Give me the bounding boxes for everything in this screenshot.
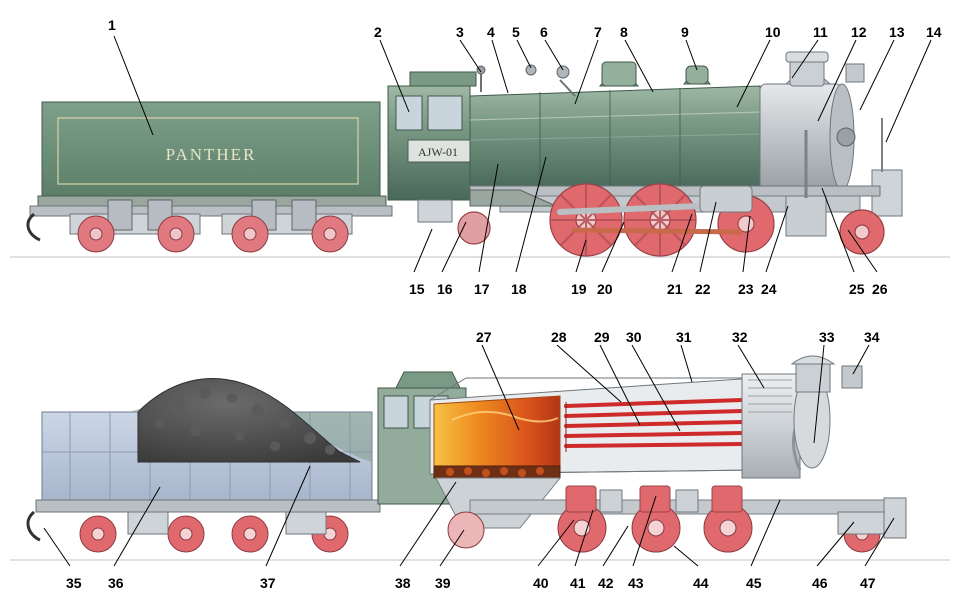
tender-name-text: PANTHER — [166, 145, 257, 164]
callout-number-20: 20 — [597, 281, 613, 297]
callout-number-3: 3 — [456, 24, 464, 40]
callout-number-9: 9 — [681, 24, 689, 40]
callout-number-39: 39 — [435, 575, 451, 591]
callout-number-21: 21 — [667, 281, 683, 297]
callout-number-5: 5 — [512, 24, 520, 40]
callout-number-15: 15 — [409, 281, 425, 297]
callout-number-12: 12 — [851, 24, 867, 40]
callout-number-13: 13 — [889, 24, 905, 40]
callout-number-8: 8 — [620, 24, 628, 40]
callout-number-11: 11 — [813, 24, 828, 40]
callout-number-37: 37 — [260, 575, 276, 591]
callout-number-36: 36 — [108, 575, 124, 591]
callout-number-47: 47 — [860, 575, 876, 591]
callout-number-33: 33 — [819, 329, 835, 345]
callout-number-24: 24 — [761, 281, 777, 297]
callout-number-30: 30 — [626, 329, 642, 345]
callout-number-27: 27 — [476, 329, 492, 345]
callout-number-42: 42 — [598, 575, 614, 591]
lower-view-group — [10, 355, 950, 561]
callout-number-43: 43 — [628, 575, 644, 591]
callout-number-19: 19 — [571, 281, 587, 297]
callout-number-14: 14 — [926, 24, 942, 40]
callout-number-28: 28 — [551, 329, 567, 345]
callout-number-38: 38 — [395, 575, 411, 591]
callout-number-35: 35 — [66, 575, 82, 591]
leader-lines — [43, 35, 932, 567]
callout-number-17: 17 — [474, 281, 490, 297]
cab-plate-text: AJW-01 — [418, 145, 458, 159]
callout-number-34: 34 — [864, 329, 880, 345]
callout-number-16: 16 — [437, 281, 453, 297]
callout-number-32: 32 — [732, 329, 748, 345]
callout-number-41: 41 — [570, 575, 586, 591]
callout-number-45: 45 — [746, 575, 762, 591]
callout-number-25: 25 — [849, 281, 865, 297]
callout-number-1: 1 — [108, 17, 116, 33]
callout-number-40: 40 — [533, 575, 549, 591]
callout-number-2: 2 — [374, 24, 382, 40]
callout-number-46: 46 — [812, 575, 828, 591]
callout-number-26: 26 — [872, 281, 888, 297]
callout-number-6: 6 — [540, 24, 548, 40]
upper-view-group: PANTHER AJW-01 — [10, 51, 950, 258]
callout-number-4: 4 — [487, 24, 495, 40]
callout-number-22: 22 — [695, 281, 711, 297]
callout-number-10: 10 — [765, 24, 781, 40]
callout-number-44: 44 — [693, 575, 709, 591]
callout-number-7: 7 — [594, 24, 602, 40]
callout-number-23: 23 — [738, 281, 754, 297]
callout-number-18: 18 — [511, 281, 527, 297]
callout-number-29: 29 — [594, 329, 610, 345]
callout-number-31: 31 — [676, 329, 692, 345]
